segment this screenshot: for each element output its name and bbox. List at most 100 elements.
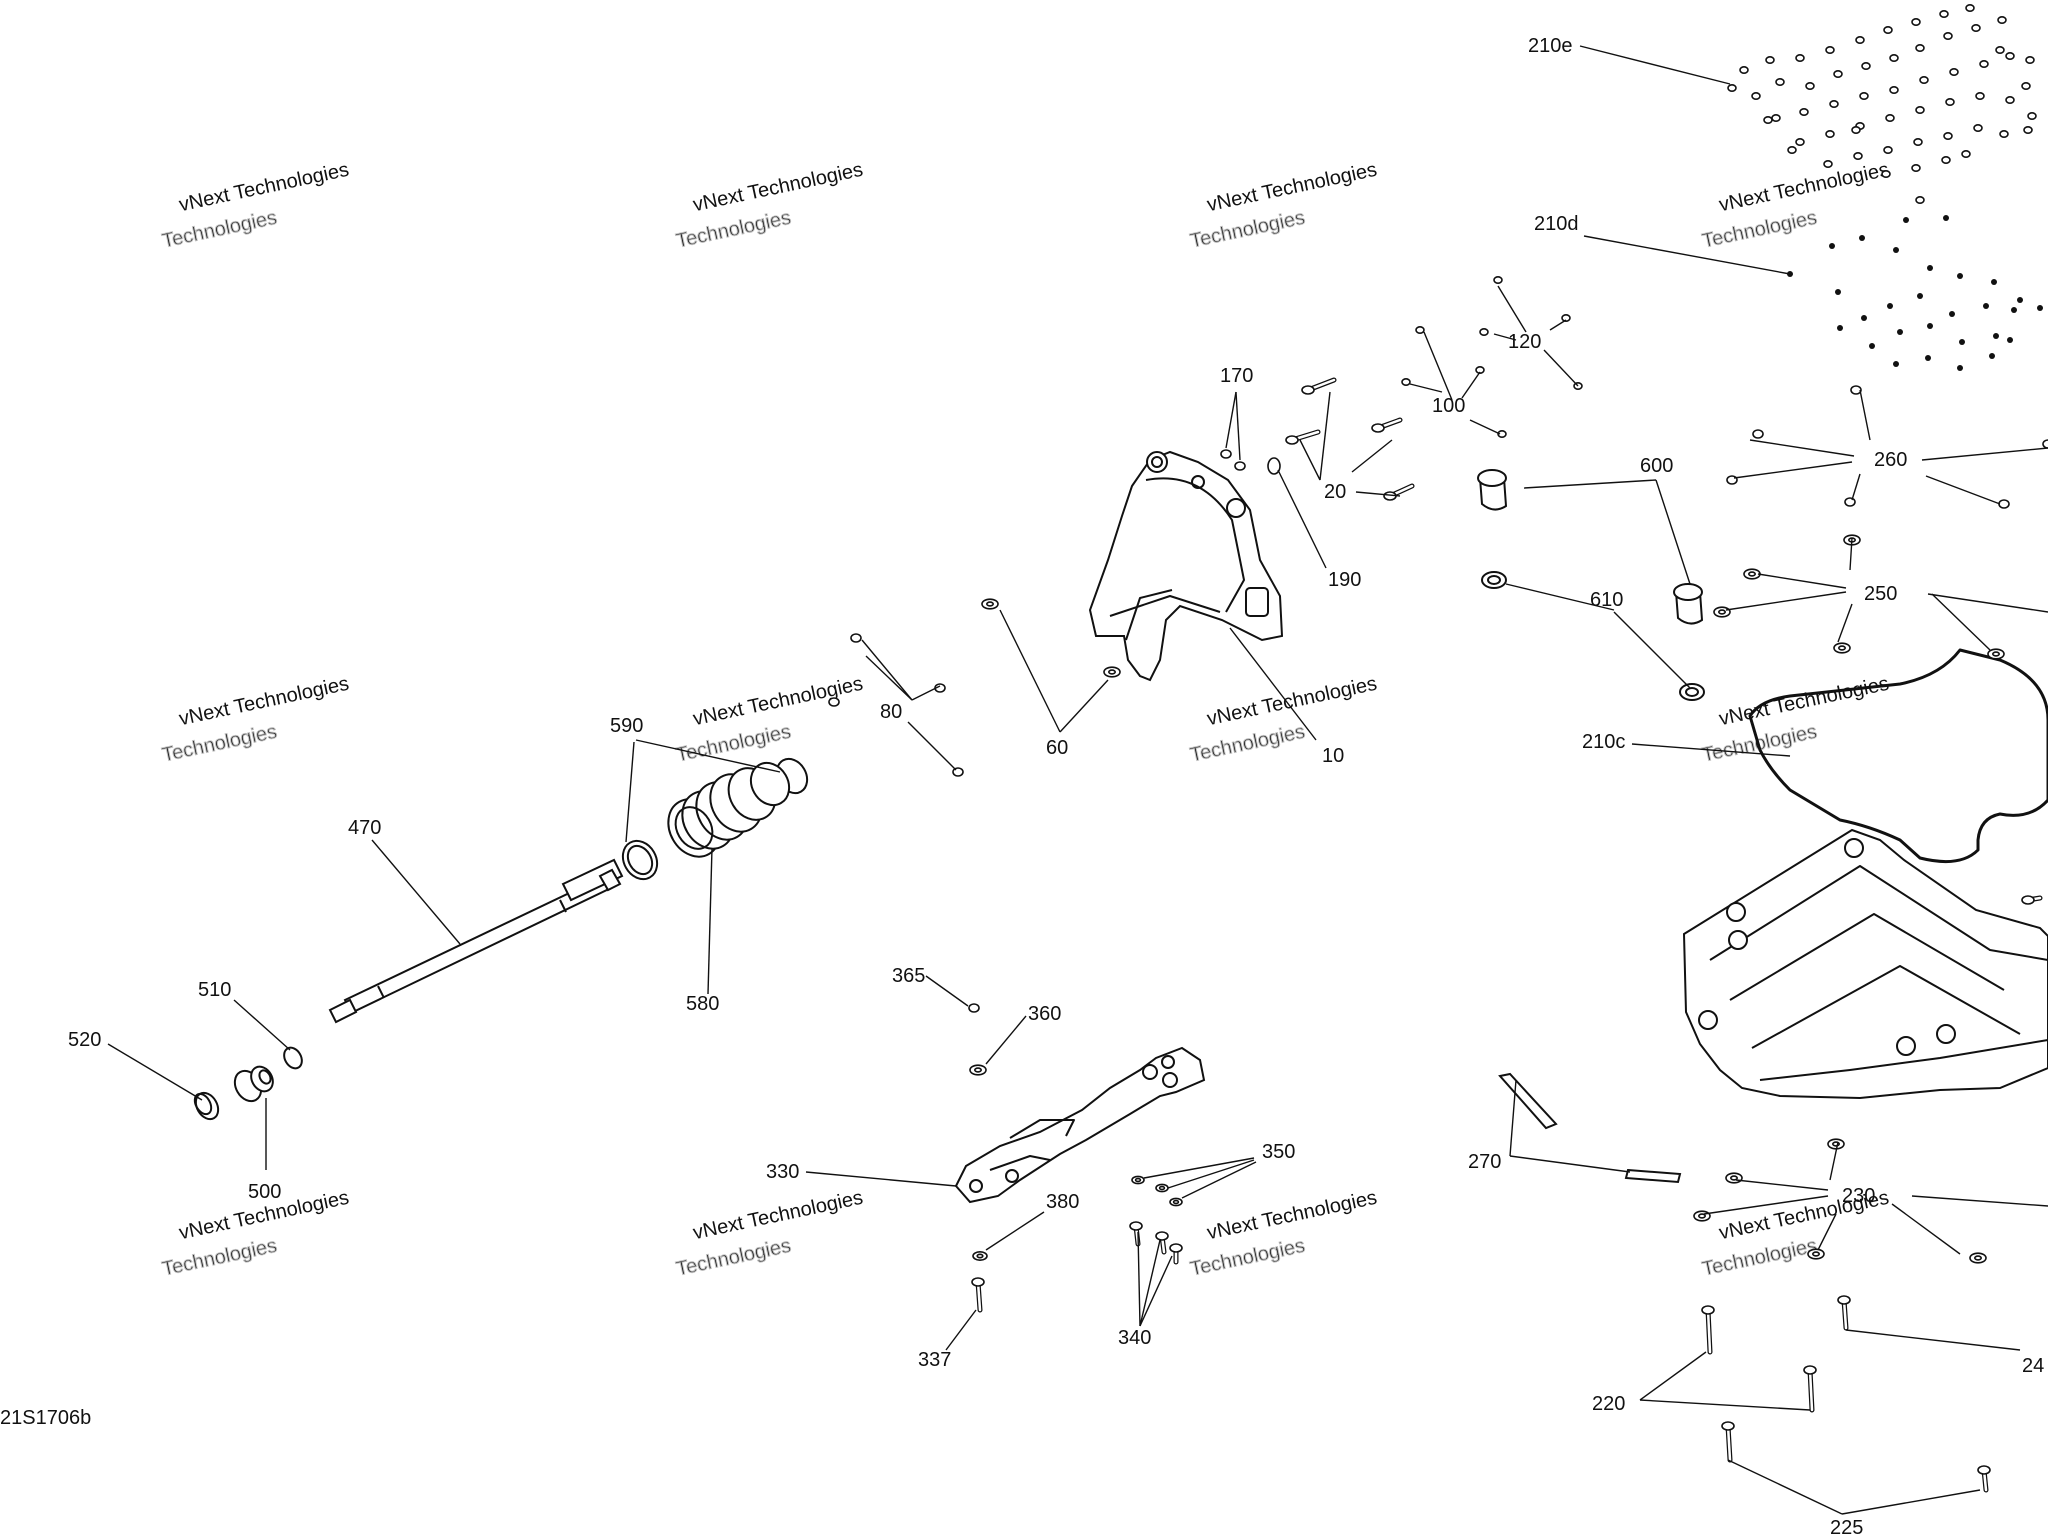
nut: [1885, 114, 1895, 123]
nut: [1939, 10, 1949, 19]
watermark-line1: vNext Technologies: [691, 1187, 865, 1245]
leader-line: [1139, 1255, 1173, 1327]
leader-line: [1143, 1157, 1255, 1179]
nut: [1889, 53, 1899, 62]
callout-100: 100: [1432, 395, 1465, 417]
nut: [1220, 449, 1232, 459]
nut: [1941, 156, 1951, 165]
watermark-line2: Technologies: [674, 1235, 793, 1281]
nut: [1479, 327, 1489, 336]
part-boot-580: [667, 761, 791, 858]
leader-line: [1181, 1161, 1257, 1199]
leader-line: [1817, 1213, 1837, 1251]
leader-line: [1505, 583, 1615, 611]
leader-line: [1493, 333, 1517, 341]
washer-hole: [973, 1067, 982, 1073]
nut: [1883, 146, 1893, 155]
leader-line: [1735, 1179, 1829, 1191]
callout-500: 500: [248, 1181, 281, 1203]
nut: [1795, 53, 1805, 62]
leader-line: [1509, 1079, 1517, 1157]
rivet: [1893, 247, 1899, 253]
diagram-id: 21S1706b: [0, 1407, 91, 1429]
rivet: [1943, 215, 1949, 221]
nut: [1961, 150, 1971, 159]
rivet: [1835, 289, 1841, 295]
nut: [1775, 78, 1785, 87]
watermark-line1: vNext Technologies: [1205, 159, 1379, 217]
callout-225: 225: [1830, 1517, 1863, 1536]
nut: [1493, 275, 1503, 284]
nut: [1853, 152, 1863, 161]
leader-line: [911, 685, 941, 701]
bolt-head: [2021, 895, 2035, 905]
nut: [1915, 196, 1925, 205]
callout-10: 10: [1322, 745, 1344, 767]
parts-drawing: [193, 4, 2048, 1493]
callout-380: 380: [1046, 1191, 1079, 1213]
callout-330: 330: [766, 1161, 799, 1183]
watermark-line2: Technologies: [160, 721, 279, 767]
leader-line: [985, 1015, 1027, 1065]
nut: [1979, 59, 1989, 68]
leader-line: [1497, 285, 1527, 333]
leader-line: [1859, 389, 1871, 441]
leader-line: [371, 839, 461, 945]
nut: [1945, 98, 1955, 107]
watermark-line1: vNext Technologies: [691, 159, 865, 217]
nut: [1787, 146, 1797, 155]
leader-line: [865, 655, 913, 701]
rivet: [2007, 337, 2013, 343]
rivet: [1859, 235, 1865, 241]
callout-250: 250: [1864, 583, 1897, 605]
nut: [1829, 100, 1839, 109]
washer-hole: [1974, 1255, 1983, 1261]
leader-line: [1137, 1231, 1141, 1327]
rivet: [1993, 333, 1999, 339]
leader-line: [625, 741, 635, 843]
nut: [1823, 160, 1833, 169]
leader-line: [1849, 537, 1853, 571]
bolt-head: [1721, 1421, 1735, 1431]
nut: [1943, 132, 1953, 141]
callout-60: 60: [1046, 737, 1068, 759]
nut: [1833, 70, 1843, 79]
leader-line: [1655, 479, 1691, 585]
nut: [1850, 385, 1862, 395]
bolt-head: [1837, 1295, 1851, 1305]
nut: [1825, 130, 1835, 139]
callout-20: 20: [1324, 481, 1346, 503]
callout-590: 590: [610, 715, 643, 737]
leader-line: [1299, 439, 1321, 481]
bolt-head: [1701, 1305, 1715, 1315]
leader-line: [1727, 1459, 1843, 1515]
bolt-shank-inner: [1808, 1368, 1814, 1412]
leader-line: [1925, 475, 2001, 505]
watermark-line1: vNext Technologies: [177, 673, 351, 731]
watermark-line1: vNext Technologies: [1717, 673, 1891, 731]
rivet: [1927, 323, 1933, 329]
nut: [1859, 92, 1869, 101]
rivet: [1991, 279, 1997, 285]
bolt-head: [1301, 385, 1315, 395]
part-housing-10: [1088, 450, 1284, 682]
nut: [1999, 130, 2009, 139]
nut: [1971, 23, 1981, 32]
bolt-head: [1977, 1465, 1991, 1475]
nut: [1861, 61, 1871, 70]
rivet: [2011, 307, 2017, 313]
watermark-line2: Technologies: [160, 1235, 279, 1281]
leader-line: [1579, 45, 1731, 85]
nut: [850, 633, 862, 643]
rivet: [1829, 243, 1835, 249]
bolt-head: [1371, 423, 1385, 433]
leader-line: [1639, 1399, 1811, 1411]
rivet: [1903, 217, 1909, 223]
leader-line: [1229, 627, 1317, 741]
nut: [1805, 82, 1815, 91]
callout-520: 520: [68, 1029, 101, 1051]
leader-line: [1523, 479, 1657, 489]
